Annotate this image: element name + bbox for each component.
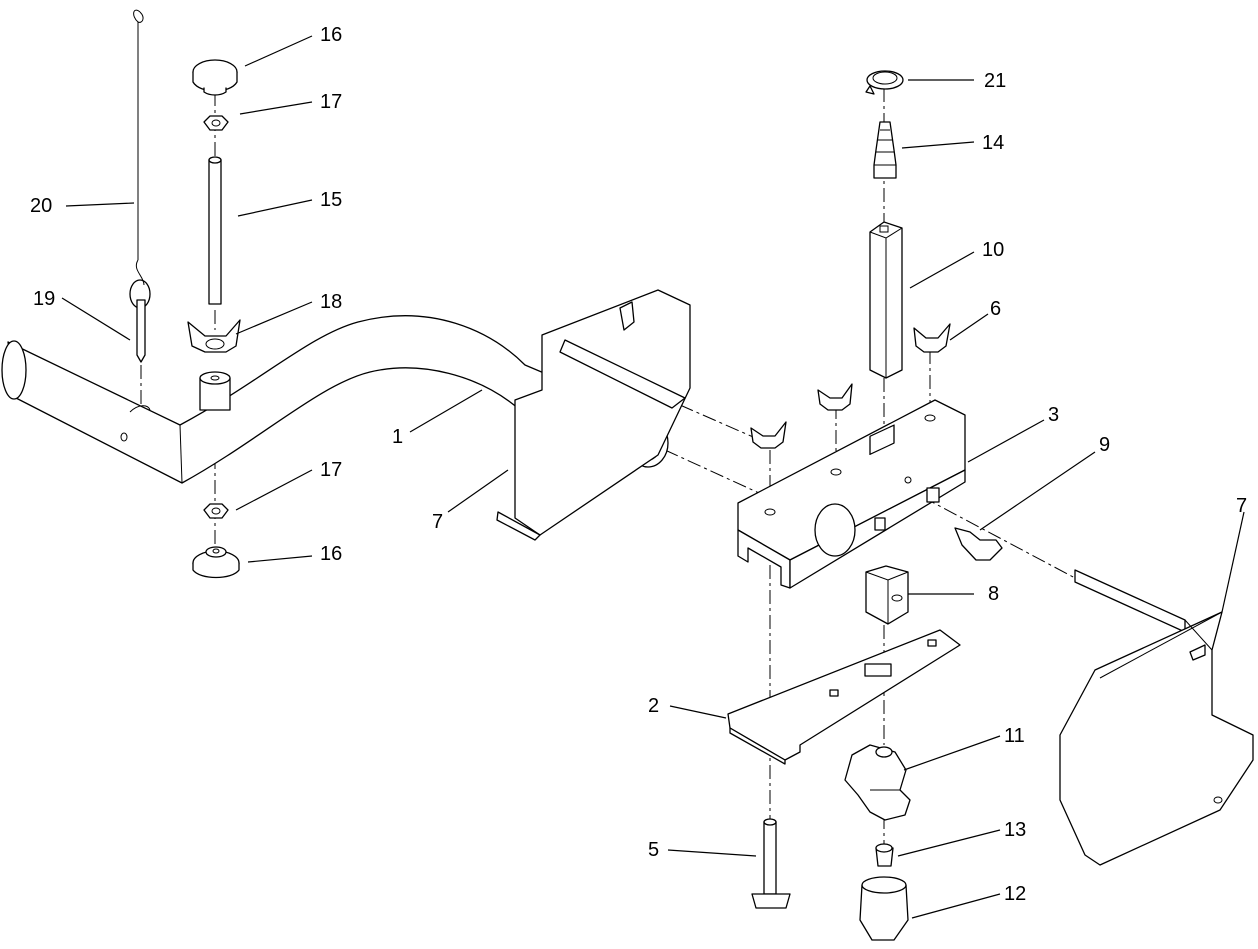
callout-16-bottom: 16	[320, 543, 342, 565]
bolt-part	[751, 818, 791, 909]
wing-nut-left-part	[187, 319, 241, 353]
rod-part	[208, 156, 222, 305]
callout-3: 3	[1048, 404, 1059, 426]
callout-labels: 16 17 15 18 17 16 20 19 1 7 21 14 10 6 3…	[30, 24, 1247, 905]
square-bushing-part	[865, 565, 909, 625]
leader-lines	[61, 35, 1245, 919]
bumper-bottom-part	[192, 546, 240, 579]
nozzle-body-part	[844, 744, 911, 821]
callout-15: 15	[320, 189, 342, 211]
callout-7-right: 7	[1236, 495, 1247, 517]
callout-13: 13	[1004, 819, 1026, 841]
nut-bottom-part	[203, 503, 229, 519]
callout-17-bottom: 17	[320, 459, 342, 481]
callout-5: 5	[648, 839, 659, 861]
nozzle-cap-part	[859, 876, 909, 941]
callout-17-top: 17	[320, 91, 342, 113]
mounting-plate-part	[737, 399, 966, 589]
nozzle-tip-part	[875, 843, 894, 867]
callout-8: 8	[988, 583, 999, 605]
hose-barb-part	[873, 121, 897, 179]
strap-plate-part	[727, 629, 961, 765]
hose-clamp-part	[865, 70, 904, 95]
callout-18: 18	[320, 291, 342, 313]
left-bracket-plate-part	[496, 289, 691, 541]
thumb-screw-part	[954, 527, 1003, 561]
callout-14: 14	[982, 132, 1004, 154]
knob-top-part	[192, 59, 238, 96]
callout-1: 1	[392, 426, 403, 448]
square-tube-part	[869, 221, 903, 379]
tube-spacer-part	[199, 371, 231, 411]
callout-21: 21	[984, 70, 1006, 92]
callout-2: 2	[648, 695, 659, 717]
callout-6: 6	[990, 298, 1001, 320]
lanyard-cable-part	[129, 9, 151, 309]
right-side-plate-part	[1059, 569, 1254, 866]
callout-19: 19	[33, 288, 55, 310]
wing-nuts-plate-part	[750, 323, 951, 449]
lock-pin-part	[136, 299, 146, 363]
callout-9: 9	[1099, 434, 1110, 456]
callout-20: 20	[30, 195, 52, 217]
callout-10: 10	[982, 239, 1004, 261]
callout-16-top: 16	[320, 24, 342, 46]
nut-top-part	[203, 115, 229, 131]
callout-11: 11	[1004, 725, 1025, 747]
callout-12: 12	[1004, 883, 1026, 905]
callout-7-left: 7	[432, 511, 443, 533]
